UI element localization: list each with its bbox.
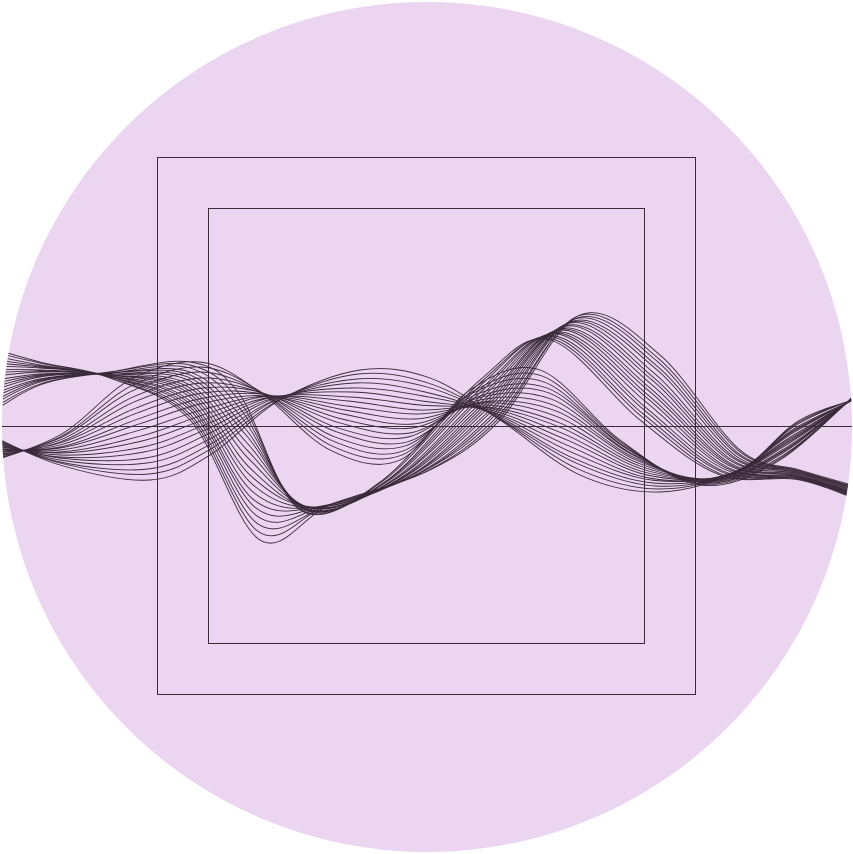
wave-band-a-line-17: [2, 336, 852, 514]
wave-band-a-line-2: [2, 313, 852, 537]
wave-band-a-line-4: [2, 317, 852, 523]
wave-band-b-line-15: [2, 387, 852, 483]
wave-band-a-line-19: [2, 338, 852, 516]
wave-band-a-line-13: [2, 331, 852, 510]
wave-band-a-line-8: [2, 324, 852, 508]
wave-band-a-line-11: [2, 328, 852, 509]
wave-band-a-line-7: [2, 322, 852, 509]
wave-band-a-line-14: [2, 332, 852, 512]
wave-band-a: [2, 312, 852, 544]
wave-band-a-line-6: [2, 320, 852, 512]
wave-band-b: [2, 361, 852, 493]
wave-band-b-line-1: [2, 361, 852, 487]
wave-band-b-line-19: [2, 368, 852, 493]
wave-band-a-line-9: [2, 325, 852, 508]
wave-band-a-line-12: [2, 329, 852, 510]
wave-band-a-line-1: [2, 312, 852, 544]
wave-band-a-line-5: [2, 319, 852, 517]
